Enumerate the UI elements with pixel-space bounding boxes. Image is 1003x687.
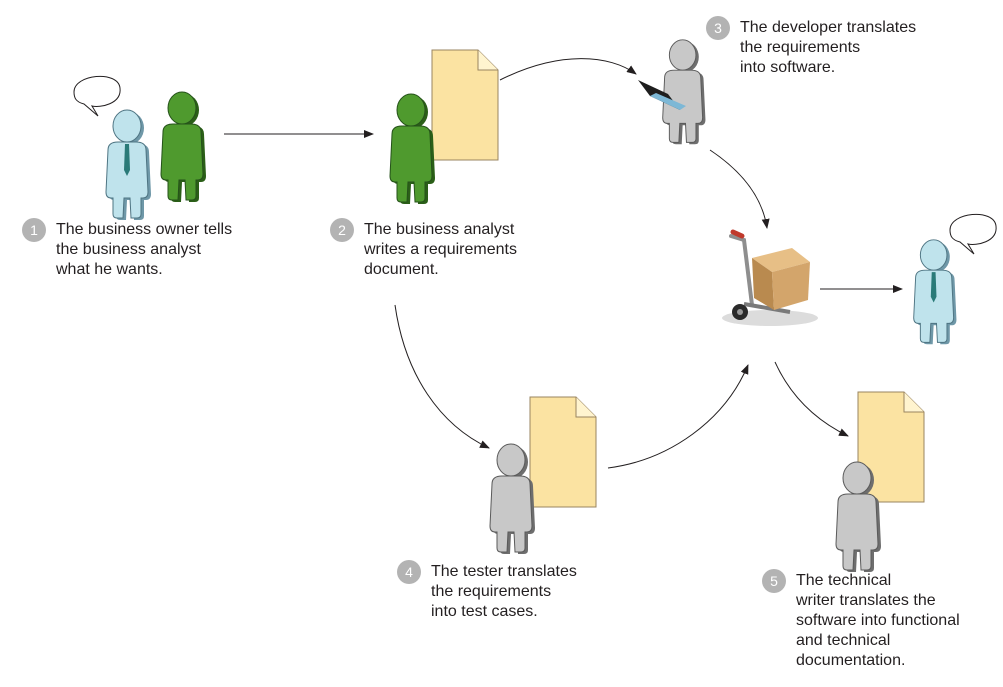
step-3: 3 The developer translates the requireme… (706, 16, 916, 78)
speech-bubble-icon (73, 75, 121, 117)
caption-line: document. (364, 261, 439, 278)
caption-line: writer translates the (796, 592, 936, 609)
arrow-developer-to-software (709, 149, 770, 229)
step-number-badge: 5 (762, 569, 786, 593)
caption-line: into test cases. (431, 603, 538, 620)
business-analyst-icon (389, 93, 435, 204)
caption-line: the requirements (740, 39, 861, 56)
step-number-badge: 4 (397, 560, 421, 584)
step-caption: The developer translates the requirement… (740, 18, 916, 78)
arrow-analyst-to-tester (394, 304, 490, 449)
step-number-badge: 1 (22, 218, 46, 242)
step-2: 2 The business analyst writes a requirem… (330, 218, 517, 280)
caption-line: and technical (796, 632, 891, 649)
step-1: 1 The business owner tells the business … (22, 218, 232, 280)
business-analyst-icon (160, 91, 206, 202)
step-number-badge: 2 (330, 218, 354, 242)
step-caption: The business analyst writes a requiremen… (364, 220, 517, 280)
arrow-tester-to-software (607, 364, 749, 469)
caption-line: writes a requirements (364, 241, 517, 258)
caption-line: what he wants. (56, 261, 163, 278)
caption-line: The developer translates (740, 19, 917, 36)
caption-line: The business owner tells (56, 221, 233, 238)
caption-line: The technical (796, 572, 892, 589)
step-4: 4 The tester translates the requirements… (397, 560, 577, 622)
customer-icon (913, 239, 957, 345)
step-caption: The business owner tells the business an… (56, 220, 232, 280)
business-owner-icon (105, 109, 151, 220)
caption-line: The tester translates (431, 563, 577, 580)
step-5: 5 The technical writer translates the so… (762, 569, 960, 671)
flow-arrows (224, 58, 903, 469)
caption-line: The business analyst (364, 221, 515, 238)
document-icon (431, 49, 499, 161)
caption-line: documentation. (796, 652, 906, 669)
step-number-badge: 3 (706, 16, 730, 40)
developer-icon (662, 39, 706, 145)
laptop-icon (638, 80, 686, 110)
caption-line: into software. (740, 59, 836, 76)
caption-line: the business analyst (56, 241, 201, 258)
tester-icon (489, 443, 535, 554)
caption-line: the requirements (431, 583, 552, 600)
document-icon (529, 396, 597, 508)
arrow-software-to-writer (774, 361, 849, 437)
step-caption: The technical writer translates the soft… (796, 571, 960, 671)
caption-line: software into functional (796, 612, 960, 629)
arrow-analyst-to-developer (499, 58, 637, 81)
speech-bubble-icon (949, 213, 997, 255)
hand-truck-icon (722, 229, 818, 326)
step-caption: The tester translates the requirements i… (431, 562, 577, 622)
